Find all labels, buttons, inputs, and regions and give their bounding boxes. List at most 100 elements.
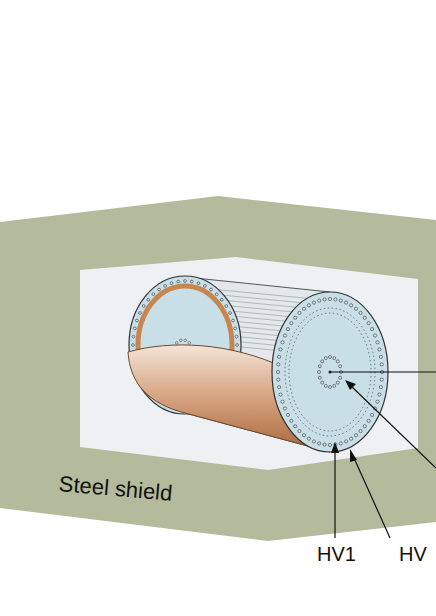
wire-end [350, 437, 353, 440]
wire-end [188, 342, 191, 345]
wire-end [142, 305, 145, 308]
wire-end [359, 429, 362, 432]
wire-end [229, 312, 232, 315]
wire-end [236, 344, 239, 347]
wire-end [278, 355, 281, 358]
wire-end [298, 311, 301, 314]
wire-end [367, 322, 370, 325]
wire-end [307, 437, 310, 440]
wire-end [279, 393, 282, 396]
wire-end [136, 319, 139, 322]
wire-end [363, 425, 366, 428]
wire-end [344, 440, 347, 443]
wire-end [333, 384, 336, 387]
wire-end [152, 293, 155, 296]
wire-end [294, 425, 297, 428]
wire-end [312, 440, 315, 443]
wire-end [333, 357, 336, 360]
wire-end [354, 307, 357, 310]
wire-end [363, 316, 366, 319]
wire-end [339, 365, 342, 368]
wire-end [184, 339, 187, 342]
wire-end [281, 400, 284, 403]
wire-end [329, 386, 332, 389]
wire-end [277, 378, 280, 381]
wire-end [307, 304, 310, 307]
wire-end [318, 365, 321, 368]
wire-end [334, 298, 337, 301]
wire-end [339, 376, 342, 379]
wire-end [283, 407, 286, 410]
wire-end [175, 342, 178, 345]
wire-end [328, 443, 331, 446]
wire-end [318, 442, 321, 445]
wire-end [378, 348, 381, 351]
wire-end [190, 280, 193, 283]
wire-end [324, 384, 327, 387]
wire-end [370, 413, 373, 416]
wire-end [339, 299, 342, 302]
arrowhead [350, 449, 357, 462]
wire-end [344, 301, 347, 304]
wire-end [286, 327, 289, 330]
wire-end [184, 280, 187, 283]
wire-end [215, 293, 218, 296]
wire-end [132, 335, 135, 338]
leader-line [354, 458, 390, 538]
wire-end [323, 443, 326, 446]
wire-end [203, 284, 206, 287]
wire-end [370, 327, 373, 330]
wire-end [197, 282, 200, 285]
wire-end [232, 319, 235, 322]
wire-end [179, 339, 182, 342]
wire-end [318, 371, 321, 374]
wire-end [318, 376, 321, 379]
wire-end [324, 357, 327, 360]
part-label: HV [399, 543, 427, 565]
wire-end [170, 282, 173, 285]
wire-end [210, 288, 213, 291]
wire-end [350, 304, 353, 307]
wire-end [290, 419, 293, 422]
wire-end [329, 356, 332, 359]
wire-end [164, 284, 167, 287]
wire-end [321, 360, 324, 363]
wire-end [177, 280, 180, 283]
wire-end [323, 298, 326, 301]
wire-end [298, 429, 301, 432]
wire-end [139, 312, 142, 315]
wire-end [373, 334, 376, 337]
wire-end [147, 298, 150, 301]
part-label: HV1 [317, 543, 356, 565]
wire-end [290, 322, 293, 325]
wire-end [359, 311, 362, 314]
wire-end [328, 297, 331, 300]
wire-end [234, 327, 237, 330]
leader-line [350, 385, 436, 468]
wire-end [279, 348, 282, 351]
wire-end [379, 355, 382, 358]
wire-end [354, 434, 357, 437]
wire-end [380, 378, 383, 381]
wire-end [276, 370, 279, 373]
arrowhead [331, 442, 339, 453]
wire-end [302, 434, 305, 437]
wire-end [158, 288, 161, 291]
wire-end [379, 386, 382, 389]
arrowhead [345, 380, 356, 390]
wire-end [225, 305, 228, 308]
wire-end [283, 334, 286, 337]
wire-end [286, 413, 289, 416]
wire-end [235, 335, 238, 338]
wire-end [312, 301, 315, 304]
wire-end [321, 381, 324, 384]
wire-end [220, 298, 223, 301]
wire-end [318, 299, 321, 302]
wire-end [380, 363, 383, 366]
wire-end [339, 442, 342, 445]
wire-end [376, 400, 379, 403]
wire-end [294, 316, 297, 319]
wire-end [133, 327, 136, 330]
wire-end [302, 307, 305, 310]
wire-end [378, 393, 381, 396]
